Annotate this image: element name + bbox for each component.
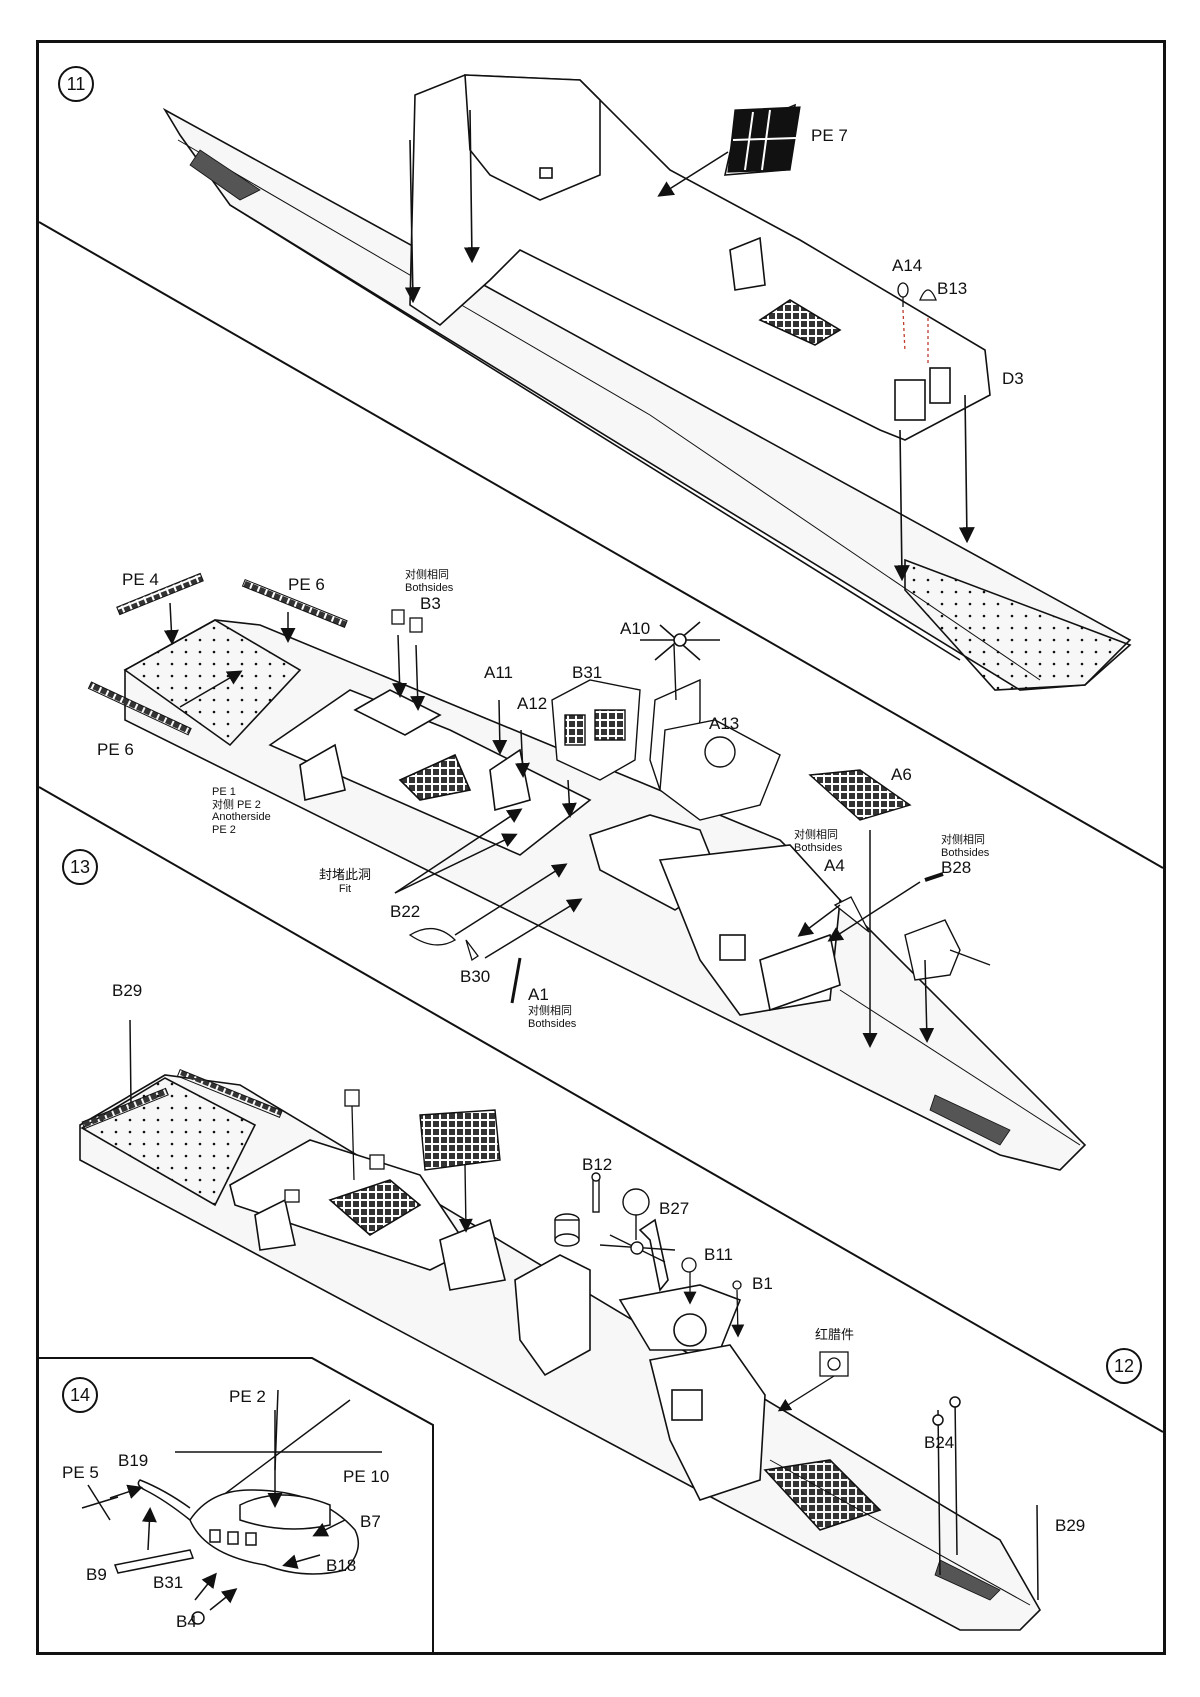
label-fit-note: 封堵此洞 Fit — [319, 867, 372, 896]
label-b31: B31 — [572, 663, 603, 682]
pe-strips-mid — [87, 572, 348, 736]
label-b22: B22 — [390, 902, 421, 921]
b28-cn: 对侧相同 — [941, 834, 985, 846]
b12-part — [591, 1172, 601, 1213]
red-resin-part — [777, 1351, 849, 1412]
b24-b29-parts — [129, 1019, 1039, 1601]
fit-cn: 封堵此洞 — [319, 867, 372, 882]
pe1-line1: PE 1 — [212, 786, 236, 798]
label-a13: A13 — [709, 714, 740, 733]
step-number-12: 12 — [1106, 1348, 1142, 1384]
label-a4: A4 — [824, 856, 845, 875]
step14-arrows — [109, 1410, 346, 1611]
pe1-line2: 对侧 PE 2 — [212, 798, 261, 811]
a10-radar — [640, 621, 720, 661]
label-a14: A14 — [892, 256, 923, 275]
label-pe4: PE 4 — [122, 570, 159, 589]
label-b4: B4 — [176, 1612, 197, 1631]
label-pe6-top: PE 6 — [288, 575, 325, 594]
label-a4-note: 对侧相同 Bothsides — [794, 829, 842, 854]
b3-parts-lower — [284, 1089, 385, 1203]
pe7-part — [727, 106, 801, 173]
label-b3: B3 — [420, 594, 441, 613]
step11-arrows — [404, 109, 975, 582]
label-a6: A6 — [891, 765, 912, 784]
step-number-11: 11 — [58, 66, 94, 102]
a1-cn: 对侧相同 — [528, 1005, 572, 1017]
label-pe5: PE 5 — [62, 1463, 99, 1482]
label-b13: B13 — [937, 279, 968, 298]
b27-radar-mast — [599, 1188, 676, 1263]
step14-box — [39, 1357, 434, 1655]
label-b27: B27 — [659, 1199, 690, 1218]
step13-arrows — [163, 602, 935, 1048]
b31-block — [551, 679, 641, 781]
a1-en: Bothsides — [528, 1017, 577, 1030]
a6-grid-part — [808, 769, 912, 821]
label-d3: D3 — [1002, 369, 1024, 388]
label-a11: A11 — [484, 663, 513, 682]
label-a10: A10 — [620, 619, 651, 638]
gun-turret — [904, 919, 991, 981]
a4-cn: 对侧相同 — [794, 829, 838, 841]
label-b24: B24 — [924, 1433, 955, 1452]
label-pe2: PE 2 — [229, 1387, 266, 1406]
label-b18: B18 — [326, 1556, 357, 1575]
b3-parts — [391, 609, 423, 633]
helicopter — [81, 1389, 382, 1625]
b11-b1-parts — [681, 1257, 745, 1338]
label-b9: B9 — [86, 1565, 107, 1584]
label-b3-note: 对侧相同 Bothsides — [405, 569, 453, 594]
label-a1-note: 对侧相同 Bothsides — [528, 1005, 576, 1030]
mast-a13 — [649, 644, 781, 821]
label-b28: B28 — [941, 858, 972, 877]
pe1-line3: Anotherside — [212, 811, 271, 824]
label-red-resin: 红腊件 — [815, 1327, 855, 1342]
a4-en: Bothsides — [794, 841, 843, 854]
pe-strips-low — [81, 1068, 283, 1130]
ship-hull-step11 — [162, 74, 1132, 691]
label-a1: A1 — [528, 985, 549, 1004]
label-pe10: PE 10 — [343, 1467, 390, 1486]
a14-b13-parts — [897, 282, 937, 365]
stack-part — [554, 1213, 580, 1247]
label-a12: A12 — [517, 694, 548, 713]
b28-en: Bothsides — [941, 846, 990, 859]
step-number-13: 13 — [62, 849, 98, 885]
vls-module — [419, 1109, 501, 1233]
pe1-line4: PE 2 — [212, 823, 236, 836]
small-parts-mid — [408, 872, 944, 1004]
divider-line-2 — [38, 786, 1164, 1433]
label-b31-heli: B31 — [153, 1573, 184, 1592]
label-b28-note: 对侧相同 Bothsides — [941, 834, 989, 859]
b3-en: Bothsides — [405, 581, 454, 594]
instruction-frame — [36, 40, 1166, 1655]
label-b12: B12 — [582, 1155, 613, 1174]
b3-cn: 对侧相同 — [405, 569, 449, 581]
label-b29-left: B29 — [112, 981, 143, 1000]
label-b11: B11 — [704, 1245, 733, 1264]
label-b7: B7 — [360, 1512, 381, 1531]
label-b30: B30 — [460, 967, 491, 986]
divider-line-1 — [38, 221, 1164, 869]
ship-hull-step12 — [79, 1074, 1041, 1631]
label-pe7: PE 7 — [811, 126, 848, 145]
label-pe6-left: PE 6 — [97, 740, 134, 759]
label-b19: B19 — [118, 1451, 149, 1470]
label-b29-right: B29 — [1055, 1516, 1086, 1535]
label-b1: B1 — [752, 1274, 773, 1293]
label-pe1-note: PE 1 对侧 PE 2 Anotherside PE 2 — [212, 786, 271, 837]
fit-en: Fit — [338, 882, 352, 895]
step-number-14: 14 — [62, 1377, 98, 1413]
